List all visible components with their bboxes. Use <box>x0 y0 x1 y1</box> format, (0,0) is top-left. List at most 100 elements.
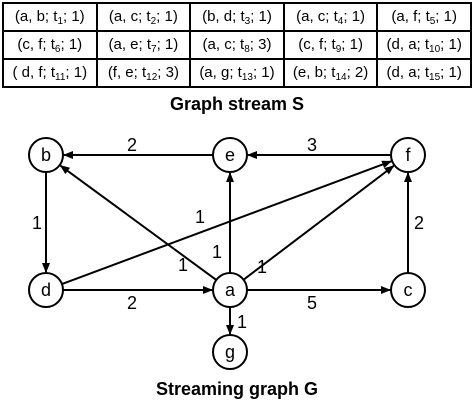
stream-cell: (a, f; t5; 1) <box>376 2 472 32</box>
node-label: e <box>225 145 235 165</box>
stream-cell: (a, c; t2; 1) <box>95 2 192 32</box>
node-e: e <box>212 137 248 173</box>
stream-cell-edge: (a, c; t <box>296 7 338 25</box>
edge-arrow <box>242 165 395 281</box>
stream-cell-edge: (d, a; t <box>386 35 430 53</box>
stream-cell: (a, c; t4; 1) <box>282 2 379 32</box>
edge-weight-b-d: 1 <box>32 213 42 233</box>
stream-cell: (a, e; t7; 1) <box>95 30 192 60</box>
stream-cell: (f, e; t12; 3) <box>95 58 192 88</box>
graph-edges <box>42 151 412 335</box>
edge-weight-c-f: 2 <box>414 213 424 233</box>
stream-cell-weight: ; 1) <box>156 7 178 25</box>
stream-cell-time-index: 10 <box>429 43 441 55</box>
node-label: f <box>405 145 411 165</box>
stream-cell: (d, a; t15; 1) <box>376 58 472 88</box>
stream-cell-edge: (a, c; t <box>108 7 151 25</box>
stream-cell-weight: ; 1) <box>250 7 272 25</box>
stream-cell-time-index: 9 <box>335 43 342 55</box>
stream-row: (a, b; t1; 1)(a, c; t2; 1)(b, d; t3; 1)(… <box>2 2 472 32</box>
stream-cell-weight: ; 1) <box>156 35 179 53</box>
stream-cell: (c, f; t6; 1) <box>2 30 98 60</box>
stream-cell-edge: (e, b; t <box>292 63 336 81</box>
graph-stream-caption: Graph stream S <box>169 94 305 114</box>
edge-weight-a-b: 1 <box>178 255 188 275</box>
stream-cell-edge: (a, f; t <box>391 7 430 25</box>
edge-weight-f-e: 3 <box>307 135 317 155</box>
edge-weight-a-e: 1 <box>212 242 222 262</box>
node-circle <box>390 137 426 173</box>
node-circle <box>212 334 248 370</box>
stream-cell-weight: ; 2) <box>346 63 369 81</box>
stream-cell: (d, a; t10; 1) <box>376 30 472 60</box>
node-a: a <box>212 272 248 308</box>
edge-a-f <box>242 165 395 281</box>
stream-cell-weight: ; 1) <box>343 7 366 25</box>
stream-cell-weight: ; 1) <box>252 63 275 81</box>
stream-cell-time-index: 11 <box>55 71 66 83</box>
stream-cell-time-index: 5 <box>429 15 436 27</box>
stream-cell: (e, b; t14; 2) <box>282 58 379 88</box>
stream-cell-weight: ; 1) <box>435 7 457 25</box>
edge-weight-d-a: 2 <box>127 293 137 313</box>
stream-cell-edge: (f, e; t <box>107 63 147 81</box>
node-f: f <box>390 137 426 173</box>
stream-cell-edge: (d, a; t <box>386 63 430 81</box>
stream-cell-time-index: 7 <box>151 43 157 55</box>
stream-cell-edge: (c, f; t <box>17 35 55 53</box>
stream-cell: (b, d; t3; 1) <box>189 2 285 32</box>
stream-cell-time-index: 14 <box>335 71 347 83</box>
node-c: c <box>390 272 426 308</box>
stream-cell-time-index: 8 <box>244 43 250 55</box>
stream-cell-time-index: 3 <box>244 15 251 27</box>
node-g: g <box>212 334 248 370</box>
stream-cell-edge: (a, g; t <box>199 63 242 81</box>
node-circle <box>390 272 426 308</box>
stream-cell-edge: (b, d; t <box>202 7 245 25</box>
graph-nodes: b e f d a c g <box>28 137 426 370</box>
edge-weight-a-f: 1 <box>257 257 267 277</box>
edge-weight-a-g: 1 <box>237 312 247 332</box>
stream-cell: (a, b; t1; 1) <box>2 2 98 32</box>
stream-cell: (a, g; t13; 1) <box>189 58 285 88</box>
edge-d-f <box>61 160 393 285</box>
stream-cell-edge: (a, e; t <box>108 35 152 53</box>
stream-cell-edge: ( d, f; t <box>12 63 56 81</box>
node-b: b <box>28 137 64 173</box>
graph-stream-table-body: (a, b; t1; 1)(a, c; t2; 1)(b, d; t3; 1)(… <box>2 2 472 88</box>
stream-cell-weight: ; 1) <box>440 35 462 53</box>
node-label: b <box>41 145 51 165</box>
node-label: c <box>404 280 413 300</box>
streaming-graph-caption: Streaming graph G <box>155 379 319 399</box>
node-label: a <box>225 280 236 300</box>
node-circle <box>28 137 64 173</box>
stream-row: ( d, f; t11; 1)(f, e; t12; 3)(a, g; t13;… <box>2 58 472 88</box>
stream-row: (c, f; t6; 1)(a, e; t7; 1)(a, c; t8; 3)(… <box>2 30 472 60</box>
node-label: d <box>41 280 51 300</box>
stream-cell-time-index: 15 <box>429 71 441 83</box>
stream-cell-time-index: 4 <box>337 15 344 27</box>
stream-cell: ( d, f; t11; 1) <box>2 58 98 88</box>
stream-cell: (a, c; t8; 3) <box>189 30 285 60</box>
node-circle <box>212 137 248 173</box>
stream-cell-weight: ; 1) <box>341 35 363 53</box>
stream-cell-time-index: 13 <box>241 71 253 83</box>
stream-cell: (c, f; t9; 1) <box>282 30 379 60</box>
stream-cell-time-index: 1 <box>57 15 63 27</box>
stream-cell-edge: (a, c; t <box>202 35 245 53</box>
stream-cell-time-index: 12 <box>146 71 158 83</box>
edge-weight-e-b: 2 <box>127 135 137 155</box>
stream-cell-weight: ; 3) <box>157 63 179 81</box>
edge-weight-a-c: 5 <box>307 293 317 313</box>
edge-weight-d-f: 1 <box>195 207 205 227</box>
stream-cell-edge: (c, f; t <box>298 35 336 53</box>
stream-cell-edge: (a, b; t <box>14 7 58 25</box>
node-label: g <box>225 342 235 362</box>
node-d: d <box>28 272 64 308</box>
edge-a-b <box>59 164 217 281</box>
stream-cell-weight: ; 1) <box>440 63 462 81</box>
graph-stream-table: (a, b; t1; 1)(a, c; t2; 1)(b, d; t3; 1)(… <box>2 2 472 88</box>
stream-cell-weight: ; 1) <box>60 35 83 53</box>
